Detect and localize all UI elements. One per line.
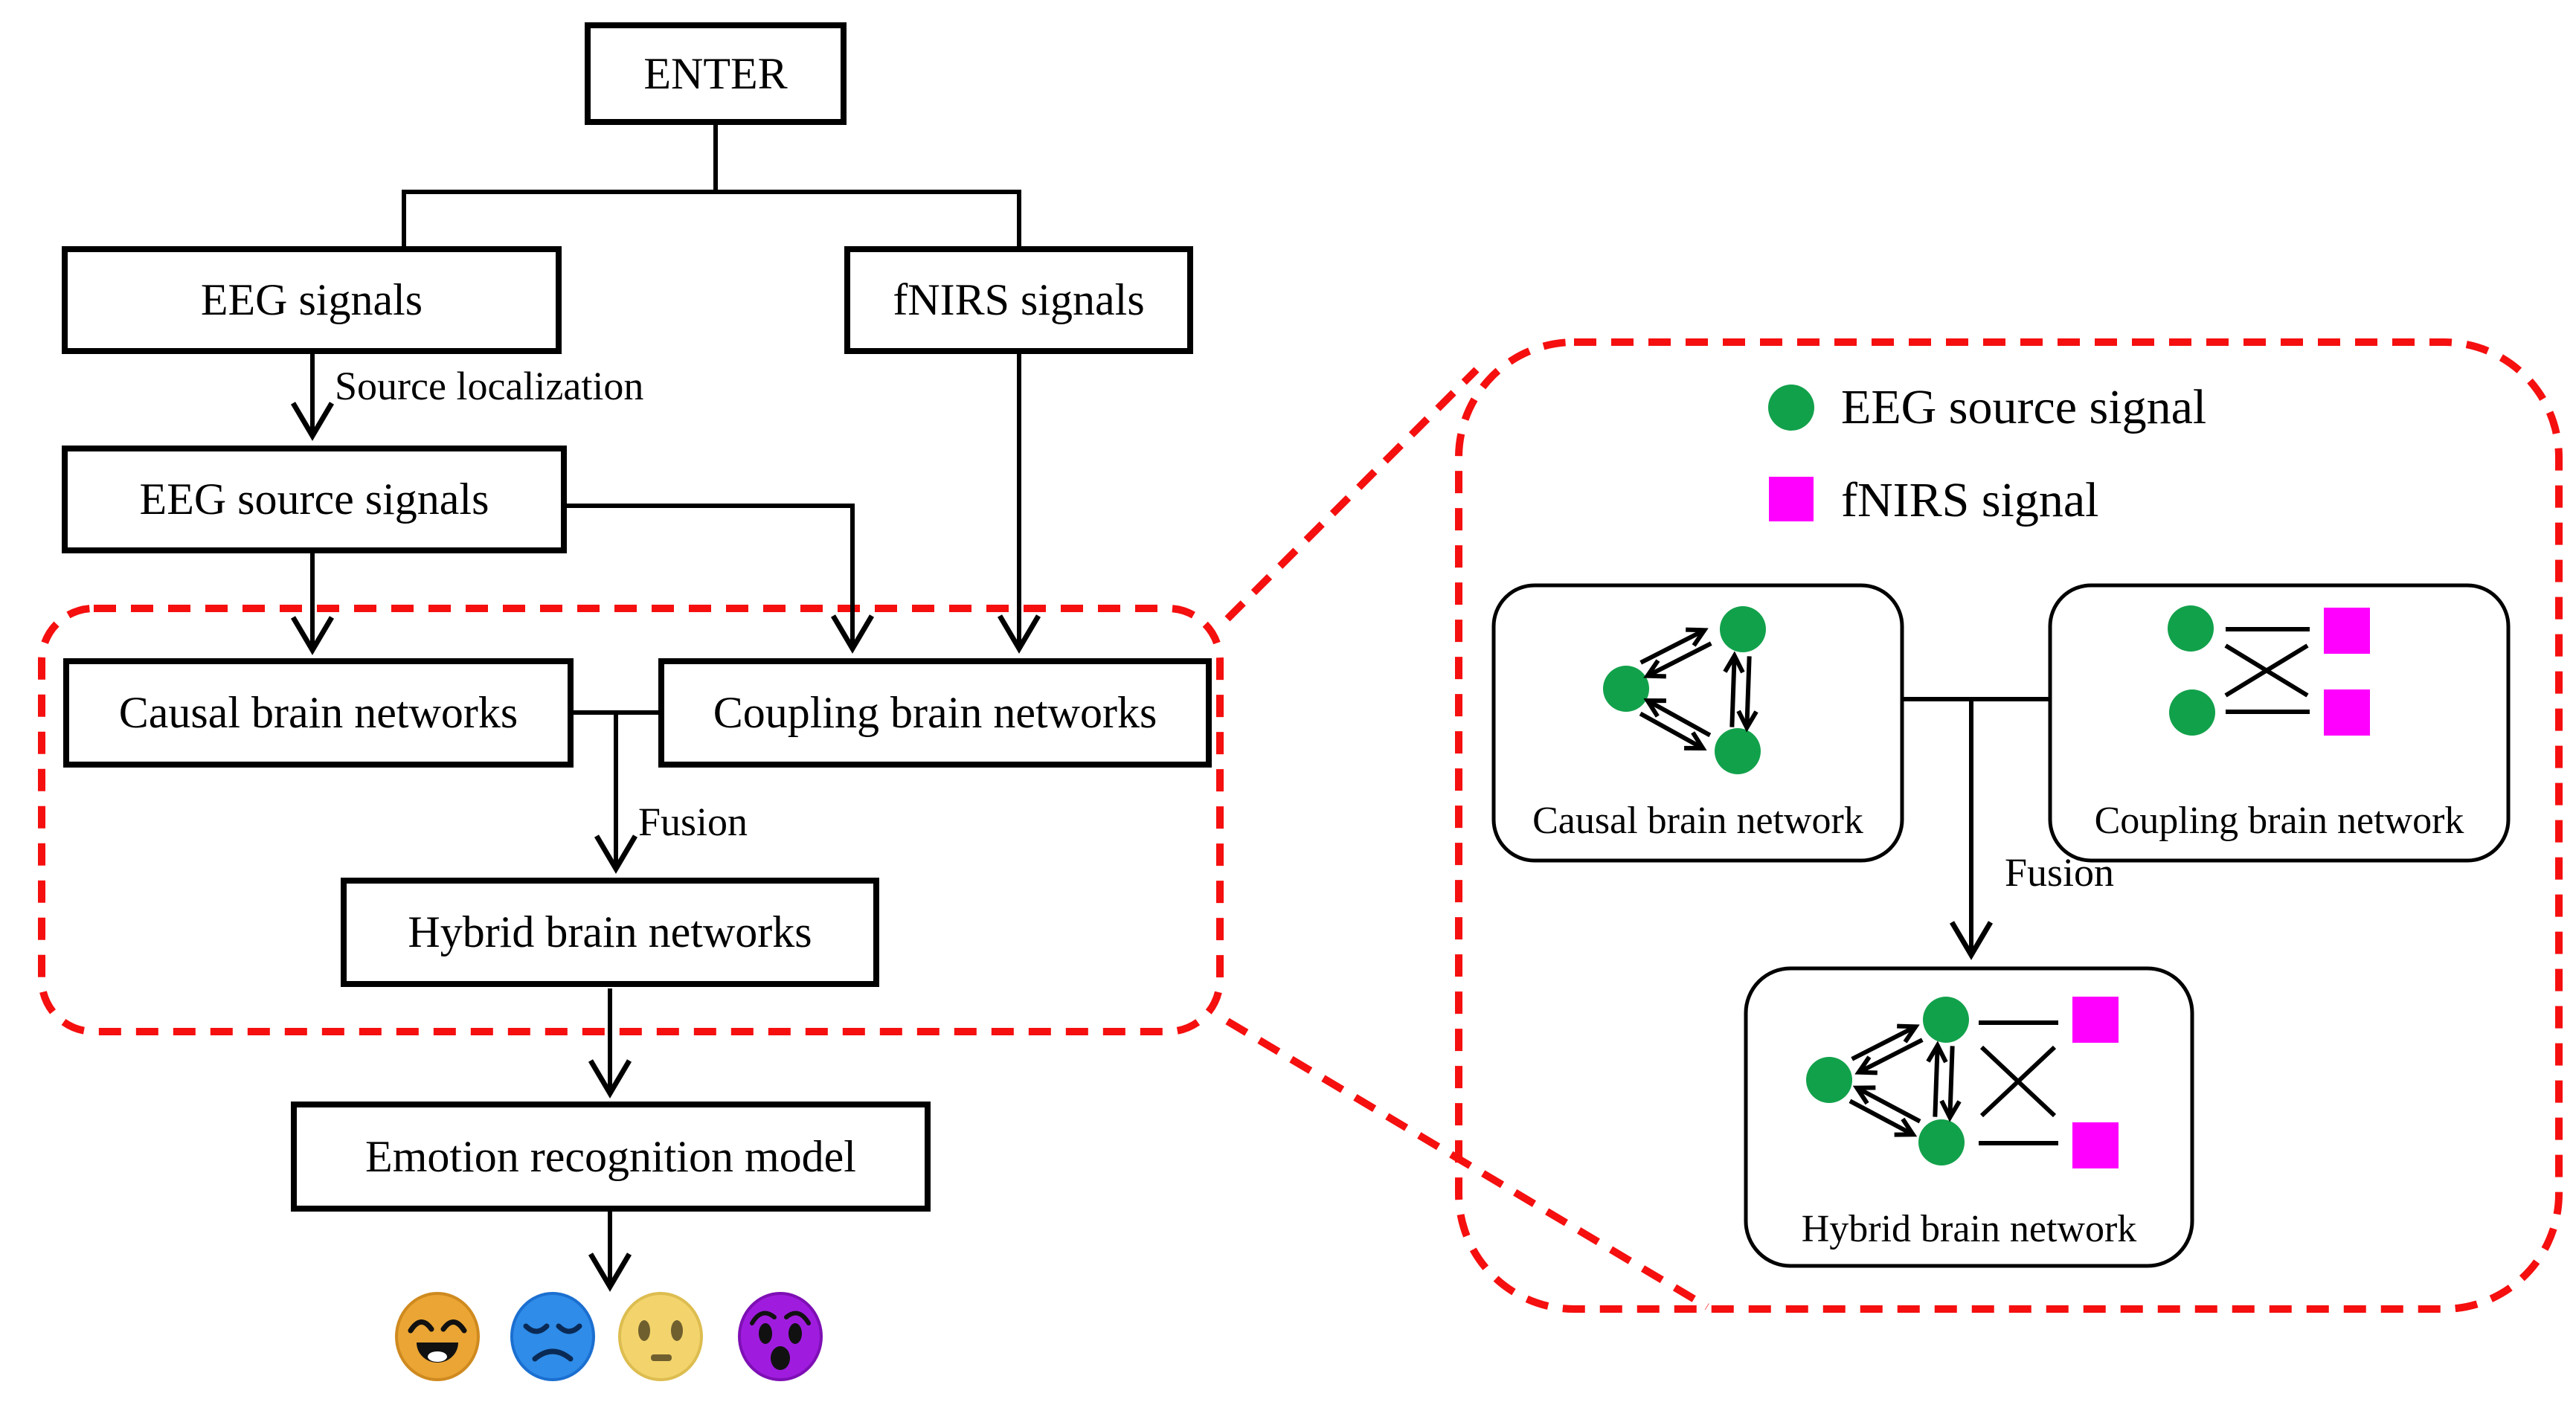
callout-line-bottom bbox=[1225, 1017, 1709, 1311]
hybrid-networks-label: Hybrid brain networks bbox=[408, 907, 812, 956]
legend-fnirs-label: fNIRS signal bbox=[1841, 473, 2099, 527]
emotion-model-box: Emotion recognition model bbox=[291, 1102, 931, 1212]
sad-face-icon bbox=[510, 1292, 595, 1381]
eeg-node-icon bbox=[1806, 1057, 1852, 1103]
eeg-node-icon bbox=[1918, 1119, 1965, 1165]
coupling-links bbox=[2224, 627, 2310, 714]
coupling-network-glyph bbox=[2168, 605, 2370, 736]
eeg-source-signals-box: EEG source signals bbox=[62, 446, 567, 553]
fnirs-node-icon bbox=[2072, 997, 2119, 1043]
hybrid-networks-box: Hybrid brain networks bbox=[341, 878, 879, 987]
fnirs-signals-box: fNIRS signals bbox=[844, 246, 1193, 354]
arrow-source-to-coupling bbox=[567, 504, 875, 654]
detail-panel-border bbox=[1455, 338, 2563, 1313]
double-arrow-icon bbox=[1639, 630, 1712, 675]
fusion-label-left: Fusion bbox=[638, 800, 748, 844]
fnirs-node-icon bbox=[2072, 1122, 2119, 1168]
fnirs-signals-label: fNIRS signals bbox=[893, 275, 1145, 324]
enter-box: ENTER bbox=[585, 22, 847, 125]
double-arrow-icon bbox=[1935, 1046, 1952, 1118]
hybrid-network-label: Hybrid brain network bbox=[1801, 1207, 2137, 1250]
source-localization-label: Source localization bbox=[335, 364, 644, 408]
emotion-model-label: Emotion recognition model bbox=[365, 1131, 856, 1181]
neutral-face-icon bbox=[618, 1292, 703, 1381]
enter-branch-line bbox=[402, 190, 1021, 246]
hybrid-network-glyph bbox=[1806, 997, 2119, 1168]
eeg-node-icon bbox=[1715, 728, 1761, 774]
double-arrow-icon bbox=[1849, 1088, 1921, 1135]
fearful-face-icon bbox=[738, 1292, 823, 1381]
eeg-signals-label: EEG signals bbox=[200, 275, 423, 324]
double-arrow-icon bbox=[1639, 701, 1712, 748]
eeg-signals-box: EEG signals bbox=[62, 246, 562, 354]
causal-networks-label: Causal brain networks bbox=[118, 688, 518, 737]
eeg-source-signals-label: EEG source signals bbox=[139, 475, 489, 524]
eeg-node-icon bbox=[2169, 689, 2215, 736]
legend-fnirs-square-icon bbox=[1769, 477, 1814, 521]
fnirs-node-icon bbox=[2324, 608, 2370, 654]
legend-eeg-circle-icon bbox=[1768, 385, 1814, 431]
causal-network-label: Causal brain network bbox=[1532, 799, 1863, 842]
callout-line-top bbox=[1224, 367, 1480, 622]
legend-eeg-label: EEG source signal bbox=[1841, 380, 2207, 434]
coupling-network-label: Coupling brain network bbox=[2094, 799, 2464, 842]
fusion-label-right: Fusion bbox=[2005, 850, 2115, 895]
double-arrow-icon bbox=[1732, 656, 1749, 728]
coupling-networks-label: Coupling brain networks bbox=[713, 688, 1157, 737]
eeg-node-icon bbox=[2168, 605, 2214, 652]
coupling-networks-box: Coupling brain networks bbox=[658, 658, 1212, 768]
eeg-node-icon bbox=[1603, 666, 1649, 712]
eeg-node-icon bbox=[1720, 606, 1766, 652]
fnirs-node-icon bbox=[2324, 689, 2370, 736]
highlight-region-left bbox=[38, 605, 1224, 1035]
coupling-network-box bbox=[2048, 583, 2511, 863]
double-arrow-icon bbox=[1851, 1026, 1924, 1072]
causal-networks-box: Causal brain networks bbox=[63, 658, 574, 768]
happy-face-icon bbox=[395, 1292, 480, 1381]
coupling-links bbox=[1979, 1020, 2058, 1145]
enter-label: ENTER bbox=[643, 48, 788, 98]
eeg-node-icon bbox=[1923, 997, 1969, 1043]
causal-network-glyph bbox=[1603, 606, 1766, 774]
causal-network-box bbox=[1491, 583, 1904, 863]
